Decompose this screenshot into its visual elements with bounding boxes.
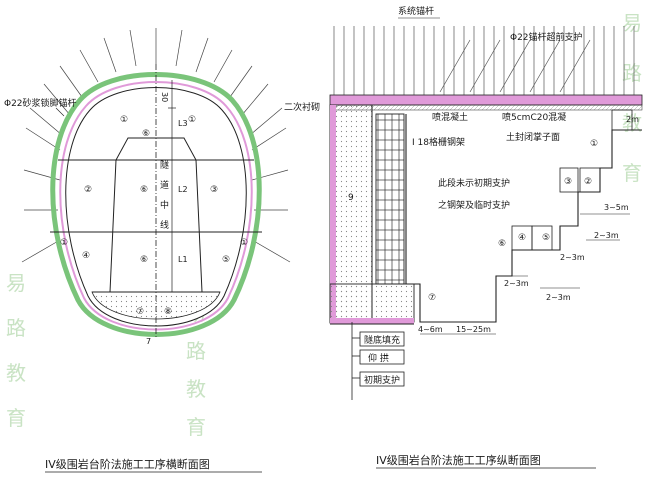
watermark-char: 易 <box>6 271 26 295</box>
cross-section-diagram: 30 L3 L2 L1 7 隧 道 中 线 ① ① ⑥ ② ③ ⑥ ④ ⑤ ⑥ … <box>4 28 291 473</box>
step-3: ③ <box>210 185 218 195</box>
no-support-note-line2: 之钢架及临时支护 <box>438 199 510 211</box>
invert-block <box>329 283 415 323</box>
watermark-char: 教 <box>186 377 206 401</box>
bolt-label: Φ22砂浆锁脚锚杆 <box>4 97 77 109</box>
watermark-char: 教 <box>6 361 26 385</box>
bolt-hatch <box>333 26 635 95</box>
invert-fill <box>91 291 221 320</box>
watermark-char: 路 <box>6 316 26 340</box>
dim-d7: 15~25m <box>456 325 491 334</box>
step-1: ① <box>590 139 598 149</box>
dim-d2: 2~3m <box>594 231 619 240</box>
dim-l2: L2 <box>178 185 188 194</box>
step-4: ④ <box>518 233 526 243</box>
advance-bolt-label: Φ22锚杆超前支护 <box>510 31 583 43</box>
face-seal-line2: 土封闭掌子面 <box>506 131 560 143</box>
steel-frame-grid <box>375 113 405 285</box>
step-6-mid: ⑥ <box>140 185 148 195</box>
outer-lining <box>50 72 262 337</box>
system-bolt-label: 系统锚杆 <box>398 5 434 17</box>
step-5: ⑤ <box>222 255 230 265</box>
step-8: ⑧ <box>164 307 172 317</box>
top-lining-band <box>329 94 643 106</box>
long-section-title: IV级围岩台阶法施工工序纵断面图 <box>376 453 541 467</box>
step-7: ⑦ <box>428 293 436 303</box>
no-support-note-line1: 此段未示初期支护 <box>438 177 510 189</box>
centerline-char: 线 <box>160 219 169 231</box>
watermark-char: 育 <box>186 415 206 439</box>
dim-top-right: 2m <box>626 115 639 124</box>
centerline-char: 隧 <box>160 159 169 171</box>
legend-fill: 隧底填充 <box>364 334 400 346</box>
watermark-char: 育 <box>6 406 26 430</box>
steel-frame-label: I 18格栅钢架 <box>412 136 465 148</box>
step-1: ① <box>120 115 128 125</box>
lining-mark: 9 <box>348 193 354 203</box>
dim-d4: 2~3m <box>546 293 571 302</box>
long-section-diagram: ⑤ ④ ⑥ ② ③ ① ⑦ 3~5m 2~3m 2~3m 2~3m 2~3m 4… <box>284 5 643 469</box>
step-1-leftwall: ① <box>60 238 68 248</box>
dim-top: 30 <box>160 92 169 102</box>
dim-d1: 3~5m <box>604 203 629 212</box>
step-3: ③ <box>564 177 572 187</box>
dim-d3: 2~3m <box>560 253 585 262</box>
step-7: ⑦ <box>136 307 144 317</box>
dim-l3: L3 <box>178 119 188 128</box>
centerline-char: 中 <box>160 199 169 211</box>
step-5: ⑤ <box>542 233 550 243</box>
step-1-right: ① <box>188 115 196 125</box>
step-6: ⑥ <box>498 239 506 249</box>
watermark-char: 路 <box>622 61 642 85</box>
legend-primary: 初期支护 <box>364 374 400 386</box>
step-2: ② <box>584 177 592 187</box>
centerline-char: 道 <box>160 179 169 191</box>
shotcrete-label: 喷混凝土 <box>432 111 468 123</box>
watermark-char: 路 <box>186 339 206 363</box>
step-4: ④ <box>82 251 90 261</box>
dim-bottom: 7 <box>146 337 151 346</box>
excavation-steps <box>405 114 642 323</box>
watermark-char: 育 <box>622 161 642 185</box>
watermark-left: 易 路 教 育 <box>6 271 26 430</box>
secondary-lining-label: 二次衬砌 <box>284 101 320 113</box>
step-1-rightwall: ① <box>240 238 248 248</box>
watermark-char: 易 <box>622 11 642 35</box>
dim-d5: 2~3m <box>504 279 529 288</box>
cross-section-title: IV级围岩台阶法施工工序横断面图 <box>45 457 210 471</box>
face-seal-line1: 喷5cmC20混凝 <box>502 112 566 123</box>
inner-lining <box>59 81 253 331</box>
step-6-low: ⑥ <box>140 255 148 265</box>
step-6-top: ⑥ <box>142 129 150 139</box>
step-2: ② <box>84 185 92 195</box>
legend-invert: 仰 拱 <box>368 352 389 364</box>
dim-l1: L1 <box>178 255 188 264</box>
dim-d6: 4~6m <box>418 325 443 334</box>
